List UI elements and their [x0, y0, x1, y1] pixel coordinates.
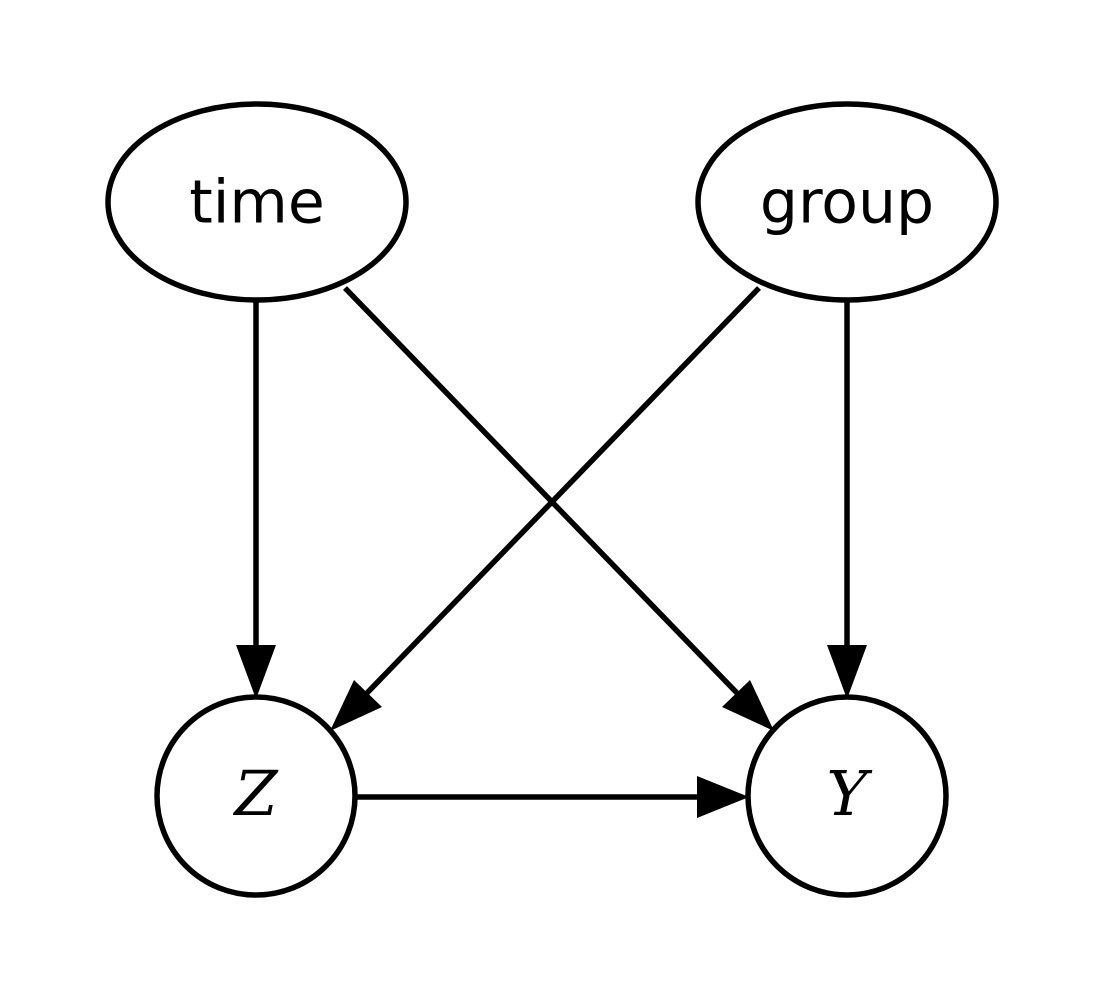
edge-Z-to-Y-arrowhead — [697, 776, 749, 818]
edge-time-to-Z-arrowhead — [236, 645, 276, 699]
edge-group-to-Z-arrowhead — [330, 680, 382, 731]
node-Z[interactable]: Z — [154, 694, 358, 898]
node-Z-label: Z — [232, 757, 278, 830]
edge-time-to-Y-arrowhead — [722, 680, 774, 731]
node-Y[interactable]: Y — [745, 694, 949, 898]
edge-group-to-Z-line — [365, 286, 761, 695]
node-Y-label: Y — [827, 757, 873, 830]
edge-time-to-Z[interactable] — [236, 301, 276, 699]
edge-group-to-Y-arrowhead — [827, 645, 867, 699]
edge-time-to-Y[interactable] — [343, 286, 774, 731]
node-group[interactable]: group — [695, 101, 999, 303]
node-Y-circle — [745, 694, 949, 898]
node-time-ellipse — [105, 101, 409, 303]
node-Z-circle — [154, 694, 358, 898]
node-group-label: group — [760, 168, 934, 238]
edge-time-to-Y-line — [343, 286, 739, 695]
edge-Z-to-Y[interactable] — [356, 776, 749, 818]
node-group-ellipse — [695, 101, 999, 303]
edge-group-to-Y[interactable] — [827, 301, 867, 699]
node-time-label: time — [189, 168, 325, 238]
edge-group-to-Z[interactable] — [330, 286, 761, 731]
node-time[interactable]: time — [105, 101, 409, 303]
